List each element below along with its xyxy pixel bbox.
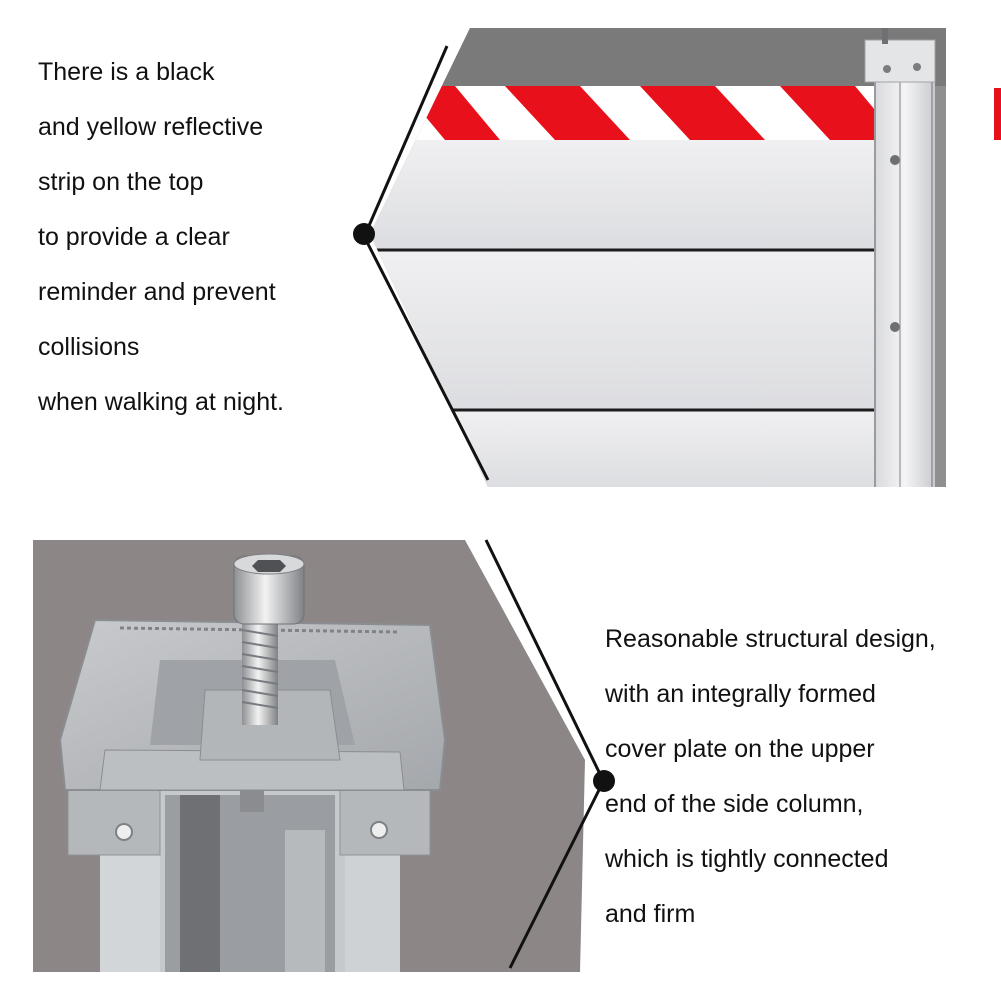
bottom-caption-line-2: with an integrally formed xyxy=(605,680,876,708)
top-caption-line-7: when walking at night. xyxy=(38,388,284,416)
top-caption-line-4: to provide a clear xyxy=(38,223,230,251)
strip-edge xyxy=(994,88,1001,140)
panel-2 xyxy=(370,250,875,410)
bottom-pointer xyxy=(484,539,601,969)
top-caption-line-5: reminder and prevent xyxy=(38,278,276,306)
panel-3 xyxy=(370,410,875,487)
side-post xyxy=(864,28,936,487)
reflective-strip xyxy=(380,86,875,140)
top-caption-line-3: strip on the top xyxy=(38,168,204,196)
bottom-pointer-dot xyxy=(593,770,615,792)
screw-1 xyxy=(890,155,900,165)
top-photo xyxy=(370,28,946,487)
bottom-caption-line-5: which is tightly connected xyxy=(605,845,889,873)
panel-1 xyxy=(370,140,875,250)
top-caption-line-1: There is a black xyxy=(38,58,215,86)
screw-2 xyxy=(890,322,900,332)
top-pointer-dot xyxy=(353,223,375,245)
bottom-caption-line-3: cover plate on the upper xyxy=(605,735,875,763)
bottom-caption-line-4: end of the side column, xyxy=(605,790,864,818)
bottom-photo xyxy=(33,540,585,972)
bottom-caption-line-1: Reasonable structural design, xyxy=(605,625,936,653)
bottom-caption-line-6: and firm xyxy=(605,900,696,928)
bolt xyxy=(233,553,305,812)
top-caption-line-2: and yellow reflective xyxy=(38,113,264,141)
top-pointer xyxy=(366,45,490,481)
top-caption-line-6: collisions xyxy=(38,333,140,361)
